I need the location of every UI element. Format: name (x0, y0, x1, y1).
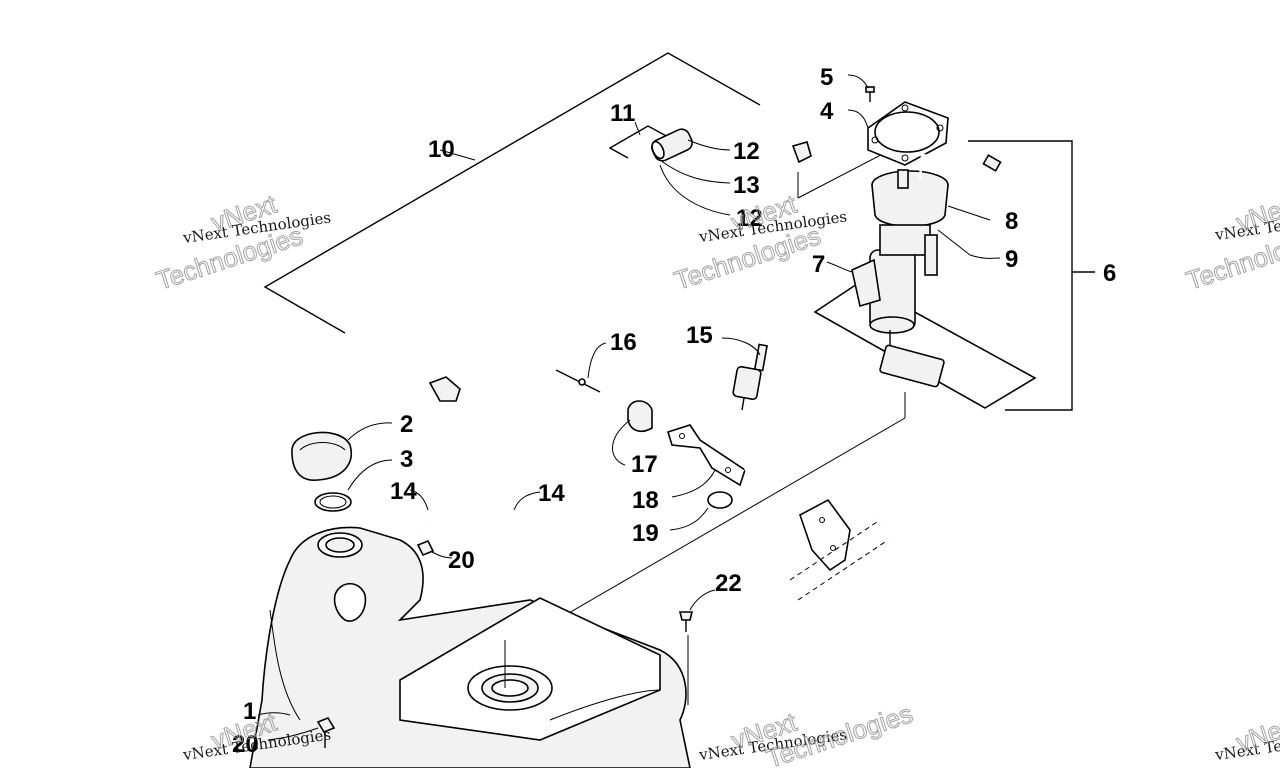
gasket-4 (847, 101, 949, 166)
callout-18: 18 (632, 487, 659, 514)
callout-12-upper: 12 (733, 138, 760, 165)
callout-15: 15 (686, 322, 713, 349)
bracket-18 (667, 424, 746, 498)
callout-19: 19 (632, 520, 659, 547)
fitting-20 (416, 539, 453, 559)
callout-16: 16 (610, 329, 637, 356)
callout-20-upper: 20 (448, 547, 475, 574)
callout-2: 2 (400, 411, 413, 438)
callout-labels: 1 2 3 4 5 6 7 8 9 10 11 12 12 13 14 14 1… (232, 64, 1116, 758)
check-valve-15 (721, 337, 768, 411)
ring-3 (314, 459, 393, 512)
watermark-right: vNext Technologies vNext Technologies (1182, 188, 1280, 296)
callout-3: 3 (400, 446, 413, 473)
callout-1: 1 (243, 698, 256, 725)
callout-5: 5 (820, 64, 833, 91)
mount-plate (504, 392, 906, 651)
callout-9: 9 (1005, 246, 1018, 273)
watermark-bottom-right: vNext Technologies vNext (1213, 708, 1280, 764)
watermark-left: vNext Technologies vNext Technologies (152, 188, 332, 296)
callout-6: 6 (1103, 260, 1116, 287)
bracket-10 (263, 52, 761, 334)
callout-4: 4 (820, 98, 834, 125)
callout-10: 10 (428, 136, 455, 163)
callout-12-lower: 12 (736, 205, 763, 232)
clamp-17 (612, 400, 653, 466)
callout-13: 13 (733, 172, 760, 199)
filler-cap-2 (291, 422, 393, 481)
screw-5 (847, 74, 875, 102)
callout-14-right: 14 (538, 480, 565, 507)
watermark-bottom-center: vNext Technologies vNext Technologies (697, 698, 917, 768)
callout-8: 8 (1005, 208, 1018, 235)
callout-7: 7 (812, 251, 825, 278)
bracket-6 (968, 140, 1095, 411)
vent-hose (428, 116, 812, 402)
fuel-pump (813, 153, 1037, 409)
callout-22: 22 (715, 570, 742, 597)
bolt-22 (678, 589, 716, 705)
clip-19 (669, 491, 733, 531)
callout-14-left: 14 (390, 478, 417, 505)
fuel-tank-1 (249, 526, 691, 768)
fitting-20b (267, 717, 336, 748)
cable-16 (555, 342, 607, 393)
callout-11: 11 (610, 100, 635, 127)
bracket-11 (608, 121, 671, 159)
callout-20-lower: 20 (232, 731, 259, 758)
callout-17: 17 (631, 451, 658, 478)
